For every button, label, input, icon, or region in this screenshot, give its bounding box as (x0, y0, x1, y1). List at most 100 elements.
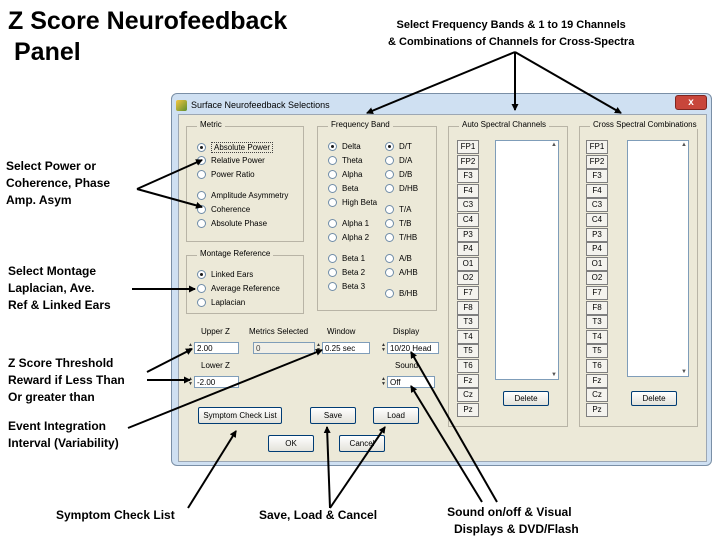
cross-spectral-channel-o2[interactable]: O2 (586, 271, 608, 286)
symptom-check-list-button[interactable]: Symptom Check List (198, 407, 282, 424)
window-input[interactable]: 0.25 sec (322, 342, 370, 354)
radio-coherence[interactable]: Coherence (197, 205, 250, 214)
display-input[interactable]: 10/20 Head (387, 342, 439, 354)
auto-spectral-channel-f7[interactable]: F7 (457, 286, 479, 300)
sound-spinner-icon[interactable]: ▲▼ (381, 376, 386, 387)
band-alpha-2[interactable]: Alpha 2 (328, 233, 369, 242)
cross-spectral-delete-button[interactable]: Delete (631, 391, 677, 406)
radio-absolute-power[interactable]: Absolute Power (197, 142, 274, 153)
cross-spectral-listbox[interactable]: ▲ ▼ (627, 140, 689, 377)
cross-spectral-channel-t5[interactable]: T5 (586, 344, 608, 359)
radio-absolute-phase[interactable]: Absolute Phase (197, 219, 267, 228)
auto-spectral-channel-fz[interactable]: Fz (457, 373, 479, 388)
cross-spectral-channel-f8[interactable]: F8 (586, 300, 608, 315)
auto-spectral-channel-t4[interactable]: T4 (457, 329, 479, 344)
cross-spectral-channel-f4[interactable]: F4 (586, 183, 608, 198)
band-beta-1[interactable]: Beta 1 (328, 254, 365, 263)
cross-spectral-channel-pz[interactable]: Pz (586, 402, 608, 417)
radio-laplacian-label: Laplacian (211, 298, 246, 307)
auto-spectral-listbox[interactable]: ▲ ▼ (495, 140, 559, 380)
radio-laplacian[interactable]: Laplacian (197, 298, 245, 307)
band-a-hb[interactable]: A/HB (385, 268, 418, 277)
cross-spectral-channel-t4[interactable]: T4 (586, 329, 608, 344)
cross-spectral-channel-fz[interactable]: Fz (586, 373, 608, 388)
scroll-up-icon[interactable]: ▲ (681, 142, 687, 148)
scroll-down-icon[interactable]: ▼ (551, 372, 557, 378)
radio-amplitude-asymmetry[interactable]: Amplitude Asymmetry (197, 191, 288, 200)
radio-coherence-label: Coherence (211, 205, 251, 214)
window-spinner-icon[interactable]: ▲▼ (316, 342, 321, 353)
auto-spectral-channel-t3[interactable]: T3 (457, 315, 479, 330)
band-d-b[interactable]: D/B (385, 170, 412, 179)
close-button[interactable]: x (675, 95, 707, 110)
display-spinner-icon[interactable]: ▲▼ (381, 342, 386, 353)
auto-spectral-channel-p4[interactable]: P4 (457, 242, 479, 257)
band-t-a-indicator (385, 205, 394, 214)
cross-spectral-channel-p3[interactable]: P3 (586, 227, 608, 242)
auto-spectral-channel-f3[interactable]: F3 (457, 169, 479, 184)
lower-z-input[interactable]: -2.00 (194, 376, 239, 388)
band-delta[interactable]: Delta (328, 142, 361, 151)
auto-spectral-channel-fp2[interactable]: FP2 (457, 154, 479, 169)
cross-spectral-channel-t3[interactable]: T3 (586, 315, 608, 330)
frequency-band-group: Frequency Band Delta Theta Alpha Beta Hi… (317, 120, 437, 311)
auto-spectral-channel-p3[interactable]: P3 (457, 227, 479, 242)
band-a-b[interactable]: A/B (385, 254, 412, 263)
band-d-a[interactable]: D/A (385, 156, 412, 165)
radio-power-ratio[interactable]: Power Ratio (197, 170, 255, 179)
band-alpha[interactable]: Alpha (328, 170, 362, 179)
auto-spectral-channel-f8[interactable]: F8 (457, 300, 479, 315)
auto-spectral-delete-button[interactable]: Delete (503, 391, 549, 406)
band-theta[interactable]: Theta (328, 156, 362, 165)
save-button[interactable]: Save (310, 407, 356, 424)
cross-spectral-channel-f7[interactable]: F7 (586, 286, 608, 300)
ok-button[interactable]: OK (268, 435, 314, 452)
cross-spectral-channel-c3[interactable]: C3 (586, 198, 608, 213)
band-alpha-2-label: Alpha 2 (342, 233, 370, 242)
cross-spectral-channel-cz[interactable]: Cz (586, 388, 608, 403)
scroll-down-icon[interactable]: ▼ (681, 369, 687, 375)
band-beta-3[interactable]: Beta 3 (328, 282, 365, 291)
cross-spectral-channel-f3[interactable]: F3 (586, 169, 608, 184)
auto-spectral-channel-fp1[interactable]: FP1 (457, 140, 479, 154)
band-d-t[interactable]: D/T (385, 142, 412, 151)
scroll-up-icon[interactable]: ▲ (551, 142, 557, 148)
band-t-b[interactable]: T/B (385, 219, 411, 228)
auto-spectral-channel-c3[interactable]: C3 (457, 198, 479, 213)
auto-spectral-channel-o1[interactable]: O1 (457, 256, 479, 271)
band-beta-2[interactable]: Beta 2 (328, 268, 365, 277)
cross-spectral-channel-c4[interactable]: C4 (586, 213, 608, 227)
band-high-beta[interactable]: High Beta (328, 198, 377, 207)
radio-linked-ears[interactable]: Linked Ears (197, 270, 253, 279)
band-beta[interactable]: Beta (328, 184, 358, 193)
cross-spectral-channel-t6[interactable]: T6 (586, 359, 608, 373)
montage-group: Montage Reference Linked Ears Average Re… (186, 249, 304, 314)
cross-spectral-channel-fp1[interactable]: FP1 (586, 140, 608, 154)
cross-spectral-channel-p4[interactable]: P4 (586, 242, 608, 257)
upper-z-input[interactable]: 2.00 (194, 342, 239, 354)
cancel-button[interactable]: Cancel (339, 435, 385, 452)
auto-spectral-channel-c4[interactable]: C4 (457, 213, 479, 227)
band-t-a[interactable]: T/A (385, 205, 411, 214)
annotation-montage-line-3: Ref & Linked Ears (8, 298, 111, 312)
auto-spectral-channel-cz[interactable]: Cz (457, 388, 479, 403)
band-d-hb[interactable]: D/HB (385, 184, 418, 193)
cross-spectral-channel-o1[interactable]: O1 (586, 256, 608, 271)
load-button[interactable]: Load (373, 407, 419, 424)
band-b-hb[interactable]: B/HB (385, 289, 418, 298)
neurofeedback-dialog: Surface Neurofeedback Selections x Metri… (171, 93, 712, 466)
band-t-hb[interactable]: T/HB (385, 233, 417, 242)
auto-spectral-channel-t6[interactable]: T6 (457, 359, 479, 373)
auto-spectral-channel-o2[interactable]: O2 (457, 271, 479, 286)
lower-z-spinner-icon[interactable]: ▲▼ (188, 376, 193, 387)
dialog-client-area: Metric Absolute Power Relative Power Pow… (178, 114, 707, 462)
sound-input[interactable]: Off (387, 376, 435, 388)
auto-spectral-channel-f4[interactable]: F4 (457, 183, 479, 198)
radio-average-reference[interactable]: Average Reference (197, 284, 280, 293)
cross-spectral-channel-fp2[interactable]: FP2 (586, 154, 608, 169)
upper-z-spinner-icon[interactable]: ▲▼ (188, 342, 193, 353)
auto-spectral-channel-pz[interactable]: Pz (457, 402, 479, 417)
radio-relative-power[interactable]: Relative Power (197, 156, 265, 165)
auto-spectral-channel-t5[interactable]: T5 (457, 344, 479, 359)
band-alpha-1[interactable]: Alpha 1 (328, 219, 369, 228)
